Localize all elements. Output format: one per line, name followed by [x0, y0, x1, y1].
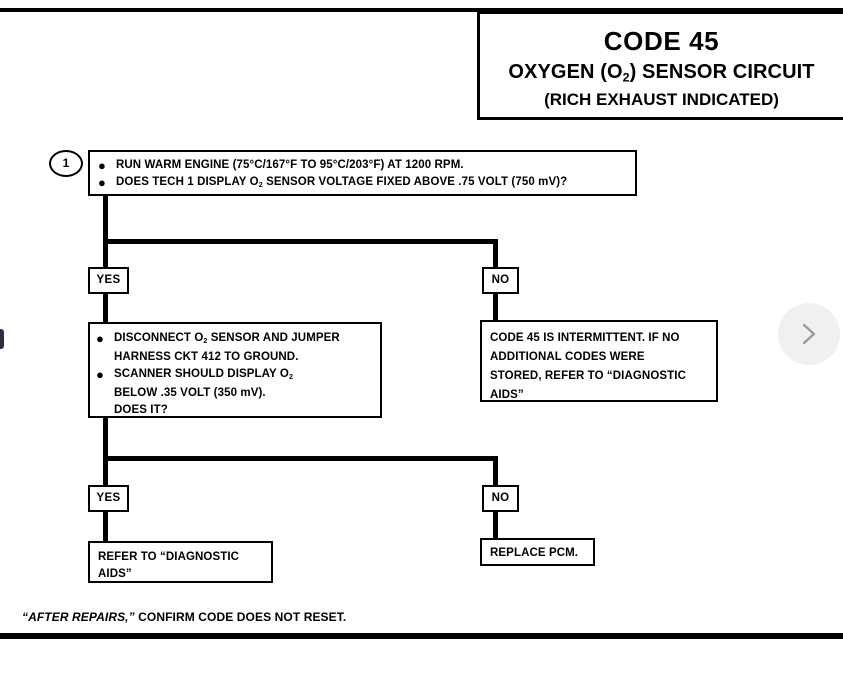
chart-subtitle-pre: OXYGEN (O	[508, 61, 623, 83]
chart-subtitle-subscript: 2	[622, 70, 630, 85]
chevron-right-icon	[798, 321, 820, 347]
bullet-icon: ●	[96, 366, 104, 382]
step-1-bullet-2-pre: DOES TECH 1 DISPLAY O	[116, 176, 259, 188]
chart-subtitle: OXYGEN (O2) SENSOR CIRCUIT	[480, 60, 843, 90]
step-1-box: ● RUN WARM ENGINE (75°C/167°F TO 95°C/20…	[88, 150, 637, 196]
step-1-bullet-1: ● RUN WARM ENGINE (75°C/167°F TO 95°C/20…	[98, 157, 627, 174]
left-branch-bullet-1-pre: DISCONNECT O	[114, 332, 204, 344]
left-branch-instruction-box: ● DISCONNECT O2 SENSOR AND JUMPER HARNES…	[88, 322, 382, 418]
connector-no1-to-box	[493, 293, 498, 321]
step-1-bullet-2: ● DOES TECH 1 DISPLAY O2 SENSOR VOLTAGE …	[98, 174, 627, 193]
chart-subtitle-secondary: (RICH EXHAUST INDICATED)	[544, 90, 779, 110]
footer-note-emphasis: “AFTER REPAIRS,”	[22, 610, 135, 624]
left-final-result-line-2: AIDS”	[98, 567, 132, 580]
step-1-bullet-2-post: SENSOR VOLTAGE FIXED ABOVE .75 VOLT (750…	[262, 176, 568, 188]
left-branch-bullet-1-subscript: 2	[203, 336, 208, 345]
right-branch-line-1: CODE 45 IS INTERMITTENT. IF NO	[490, 332, 680, 344]
previous-page-button[interactable]	[0, 329, 4, 349]
connector-yes2-down	[103, 456, 108, 486]
decision-chip-yes-1: YES	[88, 267, 129, 294]
left-branch-bullet-1-text: DISCONNECT O2 SENSOR AND JUMPER HARNESS …	[114, 330, 372, 366]
bullet-icon: ●	[96, 331, 104, 346]
step-1-bullet-1-text: RUN WARM ENGINE (75°C/167°F TO 95°C/203°…	[116, 159, 464, 171]
chart-title-block: CODE 45 OXYGEN (O2) SENSOR CIRCUIT (RICH…	[477, 11, 843, 120]
connector-no2-down	[493, 456, 498, 486]
connector-branch2-horizontal	[103, 456, 497, 461]
connector-no2-to-box	[493, 511, 498, 539]
decision-chip-yes-2: YES	[88, 485, 129, 512]
left-branch-bullet-1-post: SENSOR AND JUMPER	[207, 332, 340, 344]
connector-step1-down	[103, 196, 108, 243]
left-branch-bullet-2-text: SCANNER SHOULD DISPLAY O2 BELOW .35 VOLT…	[114, 366, 372, 418]
right-branch-line-2: ADDITIONAL CODES WERE	[490, 351, 645, 363]
footer-note-rest: CONFIRM CODE DOES NOT RESET.	[134, 610, 347, 624]
left-branch-bullet-2-subscript: 2	[288, 372, 294, 381]
right-branch-line-4: AIDS”	[490, 389, 524, 401]
left-branch-bullet-2-line3: DOES IT?	[114, 403, 168, 416]
right-branch-result-box: CODE 45 IS INTERMITTENT. IF NO ADDITIONA…	[480, 320, 718, 402]
top-divider-rule	[0, 8, 843, 12]
decision-chip-no-2: NO	[482, 485, 519, 512]
connector-no1-down	[493, 239, 498, 268]
left-branch-bullet-2-pre: SCANNER SHOULD DISPLAY O	[114, 367, 289, 380]
left-final-result-box: REFER TO “DIAGNOSTIC AIDS”	[88, 541, 273, 583]
step-1-bullet-2-subscript: 2	[258, 180, 263, 189]
chart-subtitle-post: ) SENSOR CIRCUIT	[629, 61, 815, 83]
footer-note: “AFTER REPAIRS,” CONFIRM CODE DOES NOT R…	[22, 610, 346, 624]
decision-chip-no-1: NO	[482, 267, 519, 294]
left-branch-bullet-1-line2: HARNESS CKT 412 TO GROUND.	[114, 351, 299, 364]
left-branch-bullet-2-line2: BELOW .35 VOLT (350 mV).	[114, 387, 266, 400]
page-title: CODE 45	[603, 26, 720, 56]
left-branch-bullet-1: ● DISCONNECT O2 SENSOR AND JUMPER HARNES…	[96, 330, 372, 366]
connector-yes1-to-box	[103, 293, 108, 323]
step-number-marker: 1	[49, 150, 83, 177]
left-branch-bullet-2: ● SCANNER SHOULD DISPLAY O2 BELOW .35 VO…	[96, 366, 372, 418]
connector-branch1-horizontal	[103, 239, 497, 244]
right-branch-line-3: STORED, REFER TO “DIAGNOSTIC	[490, 370, 686, 382]
connector-yes2-to-box	[103, 511, 108, 542]
right-final-result-box: REPLACE PCM.	[480, 538, 595, 566]
left-final-result-line-1: REFER TO “DIAGNOSTIC	[98, 551, 240, 563]
connector-box-left2-down	[103, 418, 108, 461]
step-1-bullet-2-text: DOES TECH 1 DISPLAY O2 SENSOR VOLTAGE FI…	[116, 174, 627, 193]
bottom-divider-rule	[0, 633, 843, 639]
right-final-result-line-1: REPLACE PCM.	[490, 547, 579, 559]
connector-yes1-down	[103, 239, 108, 268]
next-page-button[interactable]	[778, 303, 840, 365]
bullet-icon: ●	[98, 158, 106, 173]
bullet-icon: ●	[98, 175, 106, 190]
